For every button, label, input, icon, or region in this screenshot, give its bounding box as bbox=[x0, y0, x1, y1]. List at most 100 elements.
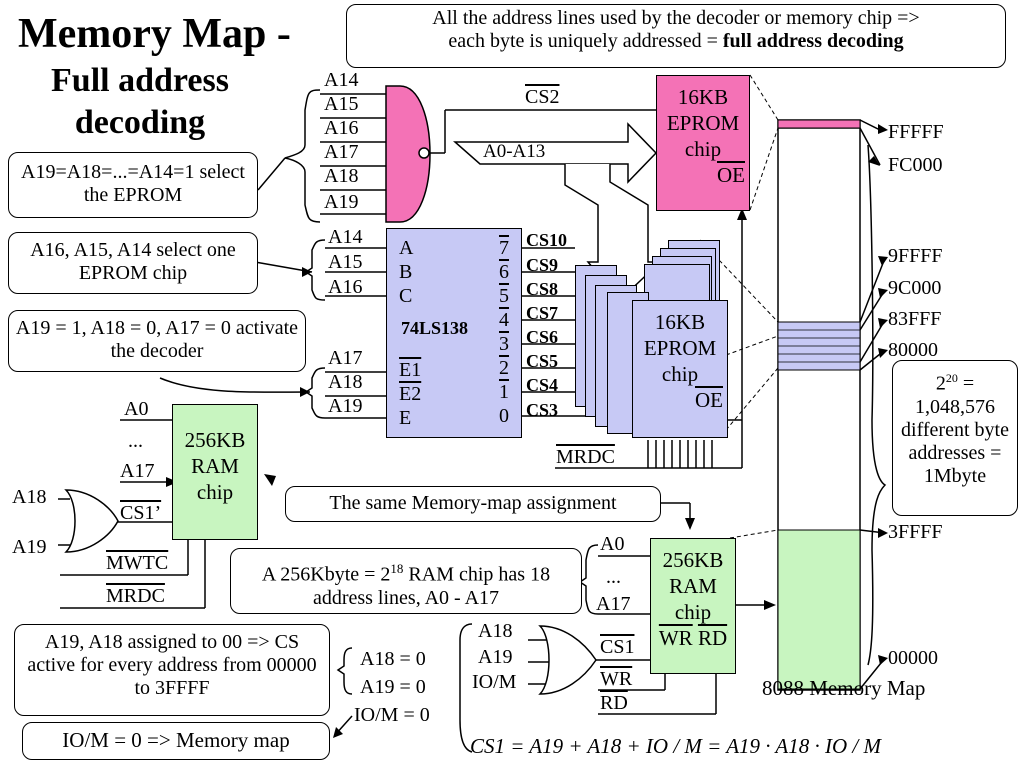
eprom-bank-size: 16KB bbox=[654, 310, 706, 334]
full-decoding-line2: each byte is uniquely addressed = full a… bbox=[353, 30, 999, 53]
same-map-note: The same Memory-map assignment bbox=[285, 486, 661, 522]
condition-a18: A18 = 0 bbox=[360, 648, 426, 670]
addr-3ffff: 3FFFF bbox=[888, 521, 943, 543]
cs5-label: CS5 bbox=[526, 351, 559, 371]
decoder-sel-a16: A16 bbox=[328, 276, 363, 298]
ram-right-wr: WR bbox=[600, 668, 633, 690]
nand-input-a14: A14 bbox=[324, 69, 359, 91]
decoder-pin-e2: E2 bbox=[399, 383, 422, 405]
decoder-out-3: 3 bbox=[499, 333, 509, 355]
ram-left-mrdc: MRDC bbox=[106, 585, 165, 607]
ram-right-or-a18: A18 bbox=[478, 620, 513, 642]
ram-right-a17: A17 bbox=[596, 593, 631, 615]
page-subtitle: Full address decoding bbox=[51, 62, 229, 141]
addr-fffff: FFFFF bbox=[888, 121, 944, 143]
eprom-bank-front-chip: 16KB EPROM chip OE bbox=[632, 300, 728, 438]
decoder-out-7: 7 bbox=[499, 237, 509, 259]
eprom-top-chip: chip bbox=[684, 137, 722, 161]
decoder-74ls138: A B C 74LS138 E1 E2 E 7 6 5 4 3 2 1 0 bbox=[386, 228, 522, 438]
ram-left-size: 256KB bbox=[184, 428, 246, 452]
cs10-label: CS10 bbox=[526, 230, 568, 250]
bytes-pre: 2 bbox=[935, 372, 946, 395]
decoder-pin-a: A bbox=[399, 237, 414, 259]
condition-a19: A19 = 0 bbox=[360, 676, 426, 698]
cs6-label: CS6 bbox=[526, 327, 559, 347]
decoder-name: 74LS138 bbox=[401, 318, 469, 338]
eprom-top-oe: OE bbox=[717, 163, 745, 187]
eprom-chip-cs2: 16KB EPROM chip OE bbox=[656, 75, 750, 211]
addr-80000: 80000 bbox=[888, 339, 938, 361]
decoder-en-a19: A19 bbox=[328, 395, 363, 417]
memory-map-caption: 8088 Memory Map bbox=[762, 676, 926, 700]
ram-right-rd: RD bbox=[600, 692, 628, 714]
chip-select-note: A16, A15, A14 select one EPROM chip bbox=[8, 232, 258, 294]
ram-right-or-a19: A19 bbox=[478, 646, 513, 668]
ram-left-or-a19: A19 bbox=[12, 536, 47, 558]
cs9-label: CS9 bbox=[526, 255, 559, 275]
byte-count-note: 220 = 1,048,576 different byte addresses… bbox=[892, 360, 1018, 516]
ram-lines-sup: 18 bbox=[390, 561, 404, 576]
cs8-label: CS8 bbox=[526, 279, 559, 299]
decoder-out-5: 5 bbox=[499, 285, 509, 307]
nand-input-a16: A16 bbox=[324, 117, 359, 139]
full-decoding-line2-pre: each byte is uniquely addressed = bbox=[448, 30, 723, 52]
decoder-pin-e: E bbox=[399, 407, 412, 429]
ram-left-or-a18: A18 bbox=[12, 486, 47, 508]
ram-right-rd-pin: RD bbox=[697, 626, 728, 650]
decoder-out-2: 2 bbox=[499, 357, 509, 379]
addr-9ffff: 9FFFF bbox=[888, 245, 943, 267]
eprom-bank-chip: chip bbox=[661, 362, 699, 386]
decoder-pin-c: C bbox=[399, 285, 413, 307]
condition-iom: IO/M = 0 bbox=[354, 704, 430, 726]
nand-input-a19: A19 bbox=[324, 191, 359, 213]
addr-83fff: 83FFF bbox=[888, 308, 942, 330]
ram-lines-post: RAM chip has 18 address lines, A0 - A17 bbox=[312, 563, 551, 609]
decoder-en-a17: A17 bbox=[328, 347, 363, 369]
eprom-select-note: A19=A18=...=A14=1 select the EPROM bbox=[8, 152, 258, 218]
full-decoding-line2-bold: full address decoding bbox=[722, 30, 904, 52]
ram-right-chip: chip bbox=[674, 600, 712, 624]
eprom-bank-type: EPROM bbox=[643, 336, 717, 360]
addr-fc000: FC000 bbox=[888, 154, 943, 176]
ram-left-a0: A0 bbox=[124, 398, 149, 420]
decoder-sel-a15: A15 bbox=[328, 251, 363, 273]
mrdc-label: MRDC bbox=[556, 446, 615, 468]
decoder-en-a18: A18 bbox=[328, 371, 363, 393]
cs2-label: CS2 bbox=[525, 86, 560, 108]
ram-right-dots: ... bbox=[606, 566, 621, 588]
ram-right-type: RAM bbox=[669, 574, 717, 598]
decoder-out-6: 6 bbox=[499, 261, 509, 283]
ram-left-type: RAM bbox=[191, 454, 239, 478]
full-decoding-note: All the address lines used by the decode… bbox=[346, 4, 1006, 68]
cs1-equation: CS1 = A19 + A18 + IO / M = A19 · A18 · I… bbox=[470, 734, 881, 758]
ram-chip-left: 256KB RAM chip bbox=[172, 404, 258, 540]
eprom-bank-oe: OE bbox=[695, 388, 723, 412]
nand-input-a17: A17 bbox=[324, 141, 359, 163]
cs7-label: CS7 bbox=[526, 303, 559, 323]
bytes-post: = 1,048,576 different byte addresses = 1… bbox=[901, 372, 1009, 487]
ram-left-mwtc: MWTC bbox=[106, 552, 169, 574]
decoder-pin-e1: E1 bbox=[399, 359, 422, 381]
ram-address-lines-note: A 256Kbyte = 218 RAM chip has 18 address… bbox=[230, 548, 582, 614]
io-mem-note: IO/M = 0 => Memory map bbox=[22, 722, 330, 760]
ram-left-cs: CS1’ bbox=[120, 502, 162, 524]
bytes-sup: 20 bbox=[945, 371, 958, 385]
ram-right-cs1: CS1 bbox=[600, 636, 635, 658]
eprom-top-size: 16KB bbox=[677, 85, 729, 109]
ram-right-a0: A0 bbox=[600, 533, 625, 555]
nand-input-a15: A15 bbox=[324, 93, 359, 115]
page-title: Memory Map - bbox=[18, 11, 291, 57]
decoder-out-4: 4 bbox=[499, 309, 509, 331]
assign-00-note: A19, A18 assigned to 00 => CS active for… bbox=[14, 624, 330, 716]
addr-9c000: 9C000 bbox=[888, 277, 942, 299]
ram-right-size: 256KB bbox=[662, 548, 724, 572]
decoder-out-0: 0 bbox=[499, 405, 509, 427]
address-bus-label: A0-A13 bbox=[483, 141, 546, 162]
ram-right-or-iom: IO/M bbox=[472, 671, 517, 693]
full-decoding-line1: All the address lines used by the decode… bbox=[432, 7, 920, 29]
ram-left-dots: ... bbox=[128, 430, 143, 452]
ram-chip-right: 256KB RAM chip WR RD bbox=[650, 538, 736, 674]
addr-00000: 00000 bbox=[888, 647, 938, 669]
